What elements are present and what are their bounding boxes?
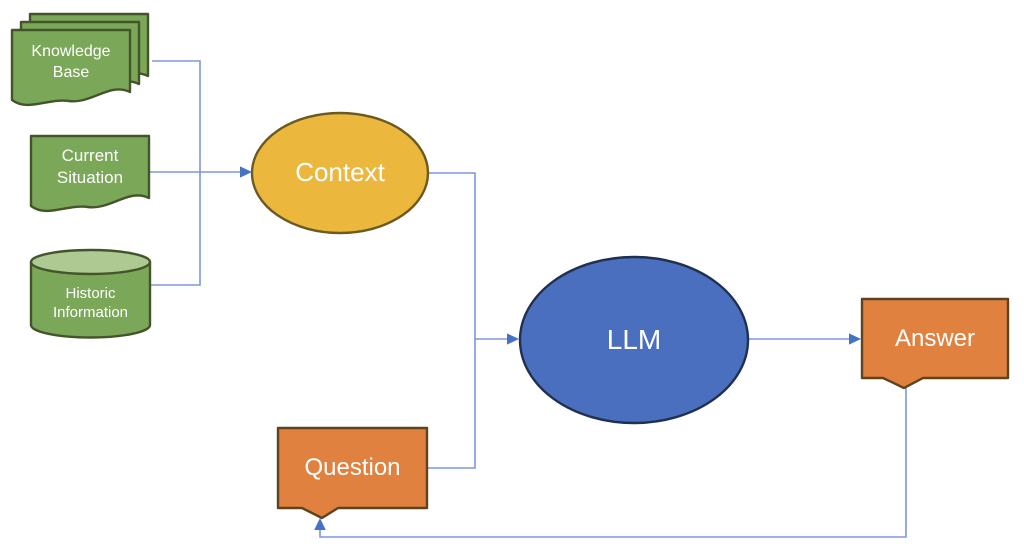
edge-answer-feedback-to-question (319, 385, 907, 538)
node-question (276, 426, 429, 520)
node-historic-information (29, 248, 152, 339)
arrowhead-into-llm (507, 333, 519, 345)
node-current-situation (29, 134, 151, 213)
arrowhead-into-context (240, 166, 252, 178)
edge-sources-bus (151, 60, 201, 286)
cylinder-body-shape (29, 260, 152, 339)
node-knowledge-base (10, 12, 150, 107)
arrowhead-into-question (314, 518, 326, 530)
arrowhead-into-answer (849, 333, 861, 345)
edge-context-and-question-junction (427, 172, 476, 469)
document-front-shape (10, 28, 132, 107)
node-context (250, 111, 430, 235)
node-llm (518, 255, 750, 425)
node-answer (860, 297, 1010, 390)
cylinder-top-shape (29, 248, 152, 276)
